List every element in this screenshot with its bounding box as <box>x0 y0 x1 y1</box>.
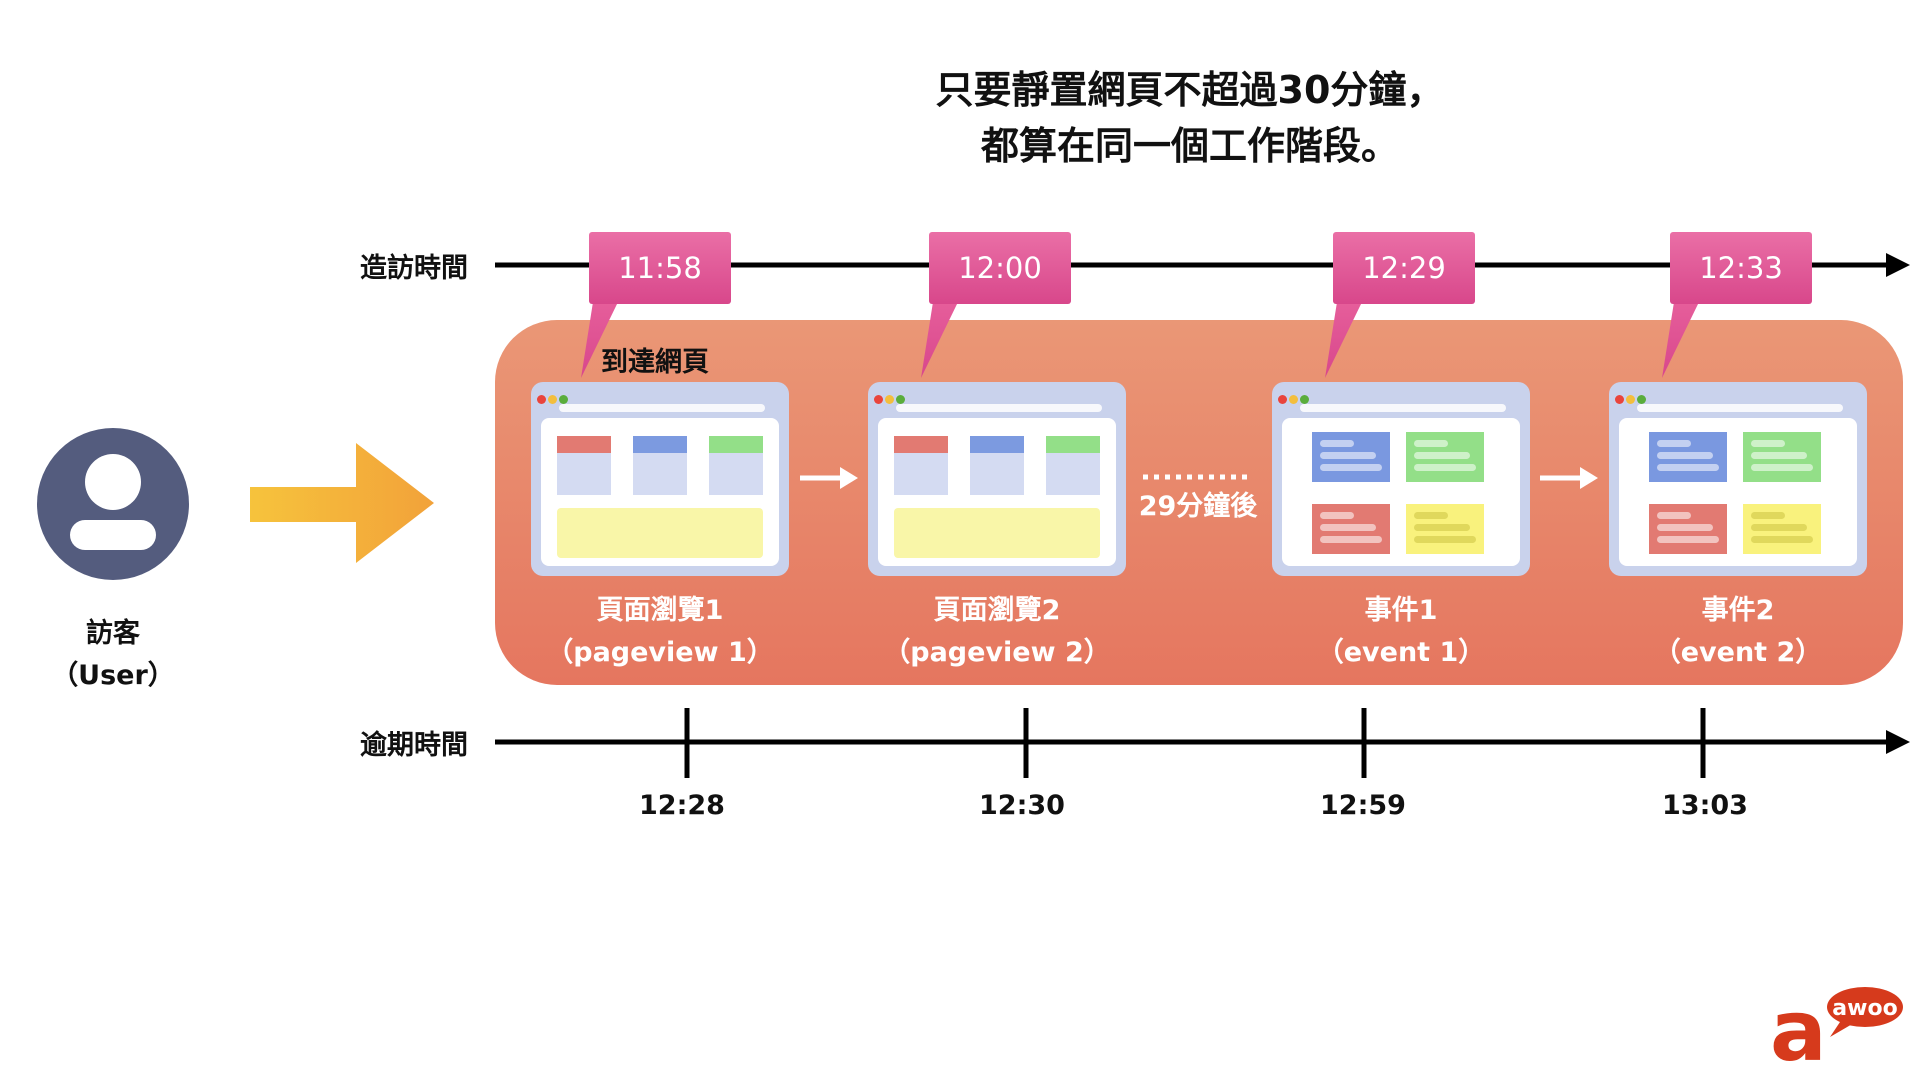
step-code-2: （pageview 2） <box>883 637 1111 668</box>
step-caption-1: 頁面瀏覽1 （pageview 1） <box>500 590 820 674</box>
user-label: 訪客 （User） <box>20 613 206 697</box>
expire-time-label: 逾期時間 <box>360 730 468 761</box>
expire-time-3: 12:59 <box>1320 790 1406 821</box>
browser-window-event-1 <box>1272 382 1530 576</box>
step-code-1: （pageview 1） <box>546 637 774 668</box>
expire-time-1: 12:28 <box>639 790 725 821</box>
visit-timeline-arrowhead <box>1886 253 1910 277</box>
svg-text:a: a <box>1770 985 1827 1065</box>
entry-arrow <box>250 443 434 563</box>
browser-window-pageview-1 <box>531 382 789 576</box>
browser-window-pageview-2 <box>868 382 1126 576</box>
step-name-1: 頁面瀏覽1 <box>596 595 724 626</box>
arrive-label: 到達網頁 <box>601 347 709 378</box>
step-caption-3: 事件1 （event 1） <box>1241 590 1561 674</box>
expire-time-2: 12:30 <box>979 790 1065 821</box>
step-caption-4: 事件2 （event 2） <box>1578 590 1898 674</box>
expire-timeline-arrowhead <box>1886 730 1910 754</box>
svg-text:awoo: awoo <box>1832 996 1897 1021</box>
user-label-zh: 訪客 <box>86 618 140 649</box>
step-code-3: （event 1） <box>1316 637 1486 668</box>
expire-time-4: 13:03 <box>1662 790 1748 821</box>
gap-label: 29分鐘後 <box>1138 491 1258 522</box>
step-name-2: 頁面瀏覽2 <box>933 595 1061 626</box>
visit-time-bubble-4: 12:33 <box>1670 232 1812 304</box>
step-name-3: 事件1 <box>1364 595 1438 626</box>
step-code-4: （event 2） <box>1653 637 1823 668</box>
diagram-title: 只要靜置網頁不超過30分鐘， 都算在同一個工作階段。 <box>0 62 1920 174</box>
step-name-4: 事件2 <box>1701 595 1775 626</box>
user-label-en: （User） <box>51 660 175 691</box>
visit-time-bubble-3: 12:29 <box>1333 232 1475 304</box>
awoo-logo: a awoo <box>1770 982 1905 1080</box>
visit-time-bubble-2: 12:00 <box>929 232 1071 304</box>
title-line-2: 都算在同一個工作階段。 <box>980 124 1399 168</box>
visit-time-bubble-1: 11:58 <box>589 232 731 304</box>
title-line-1: 只要靜置網頁不超過30分鐘， <box>935 68 1445 112</box>
browser-window-event-2 <box>1609 382 1867 576</box>
step-caption-2: 頁面瀏覽2 （pageview 2） <box>837 590 1157 674</box>
visit-time-label: 造訪時間 <box>360 253 468 284</box>
user-avatar-icon <box>37 428 189 580</box>
